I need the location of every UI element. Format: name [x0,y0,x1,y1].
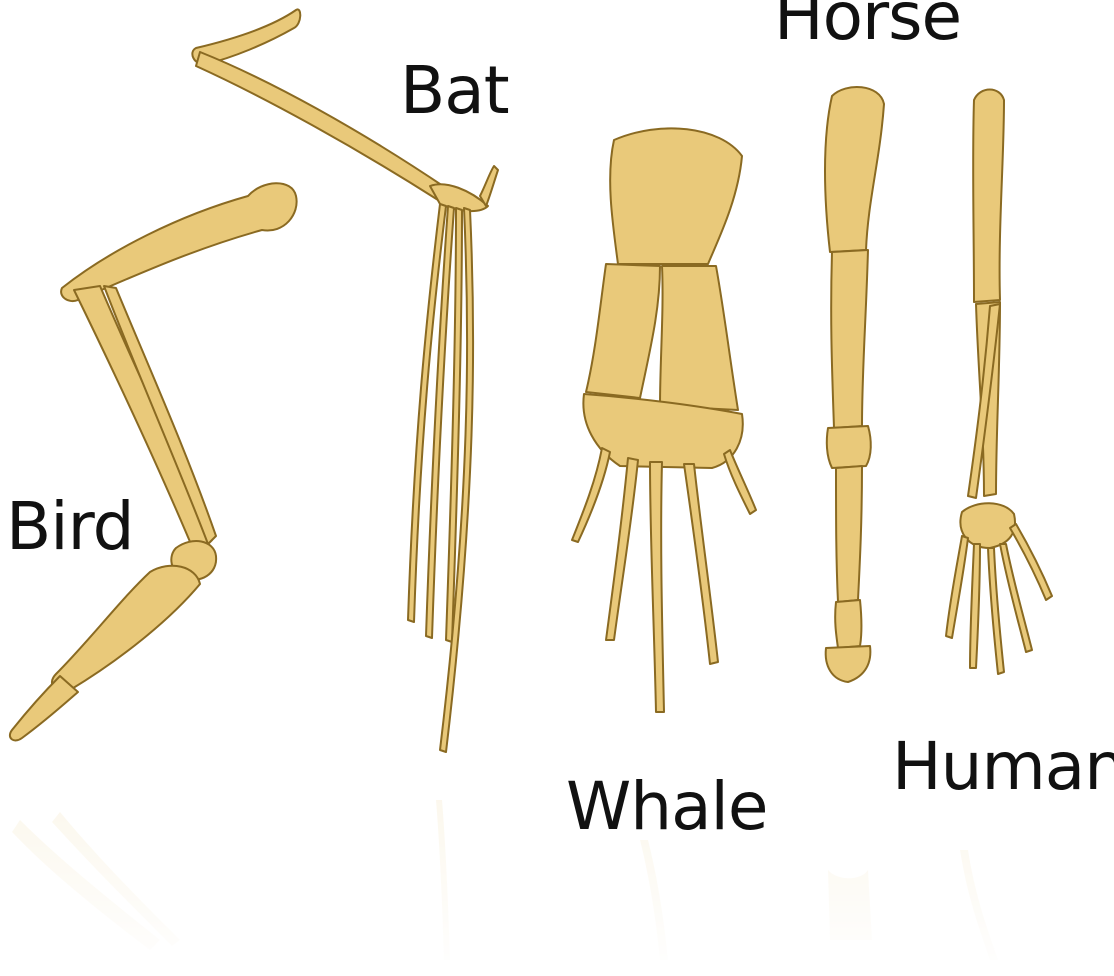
label-human: Human [892,734,1114,800]
horse-carpals [827,426,871,468]
horse-pastern [835,600,861,648]
whale-flipper-skeleton [572,128,756,712]
human-finger [988,548,1004,674]
whale-digit [606,458,638,640]
bat-thumb [480,166,498,206]
human-carpals [960,503,1015,548]
human-finger [946,536,968,638]
horse-hoof [826,646,871,682]
bird-carpometacarpus [52,566,200,692]
horse-cannon [836,466,862,602]
human-arm-skeleton [946,90,1052,675]
whale-ulna [660,266,738,410]
bird-humerus [61,183,297,301]
horse-humerus [825,87,884,252]
human-finger [970,544,980,668]
horse-leg-skeleton [825,87,884,682]
whale-digit [650,462,664,712]
whale-digit [684,464,718,664]
whale-radius [586,264,660,398]
whale-digit [572,448,610,542]
bird-wing-skeleton [10,183,297,740]
label-whale: Whale [566,774,767,840]
label-bat: Bat [400,58,509,124]
bird-digit [10,676,78,740]
whale-digit [724,450,756,514]
label-bird: Bird [6,494,133,560]
human-humerus [973,90,1004,303]
horse-radius [831,250,868,428]
label-horse: Horse [774,0,961,50]
whale-humerus [610,128,742,264]
